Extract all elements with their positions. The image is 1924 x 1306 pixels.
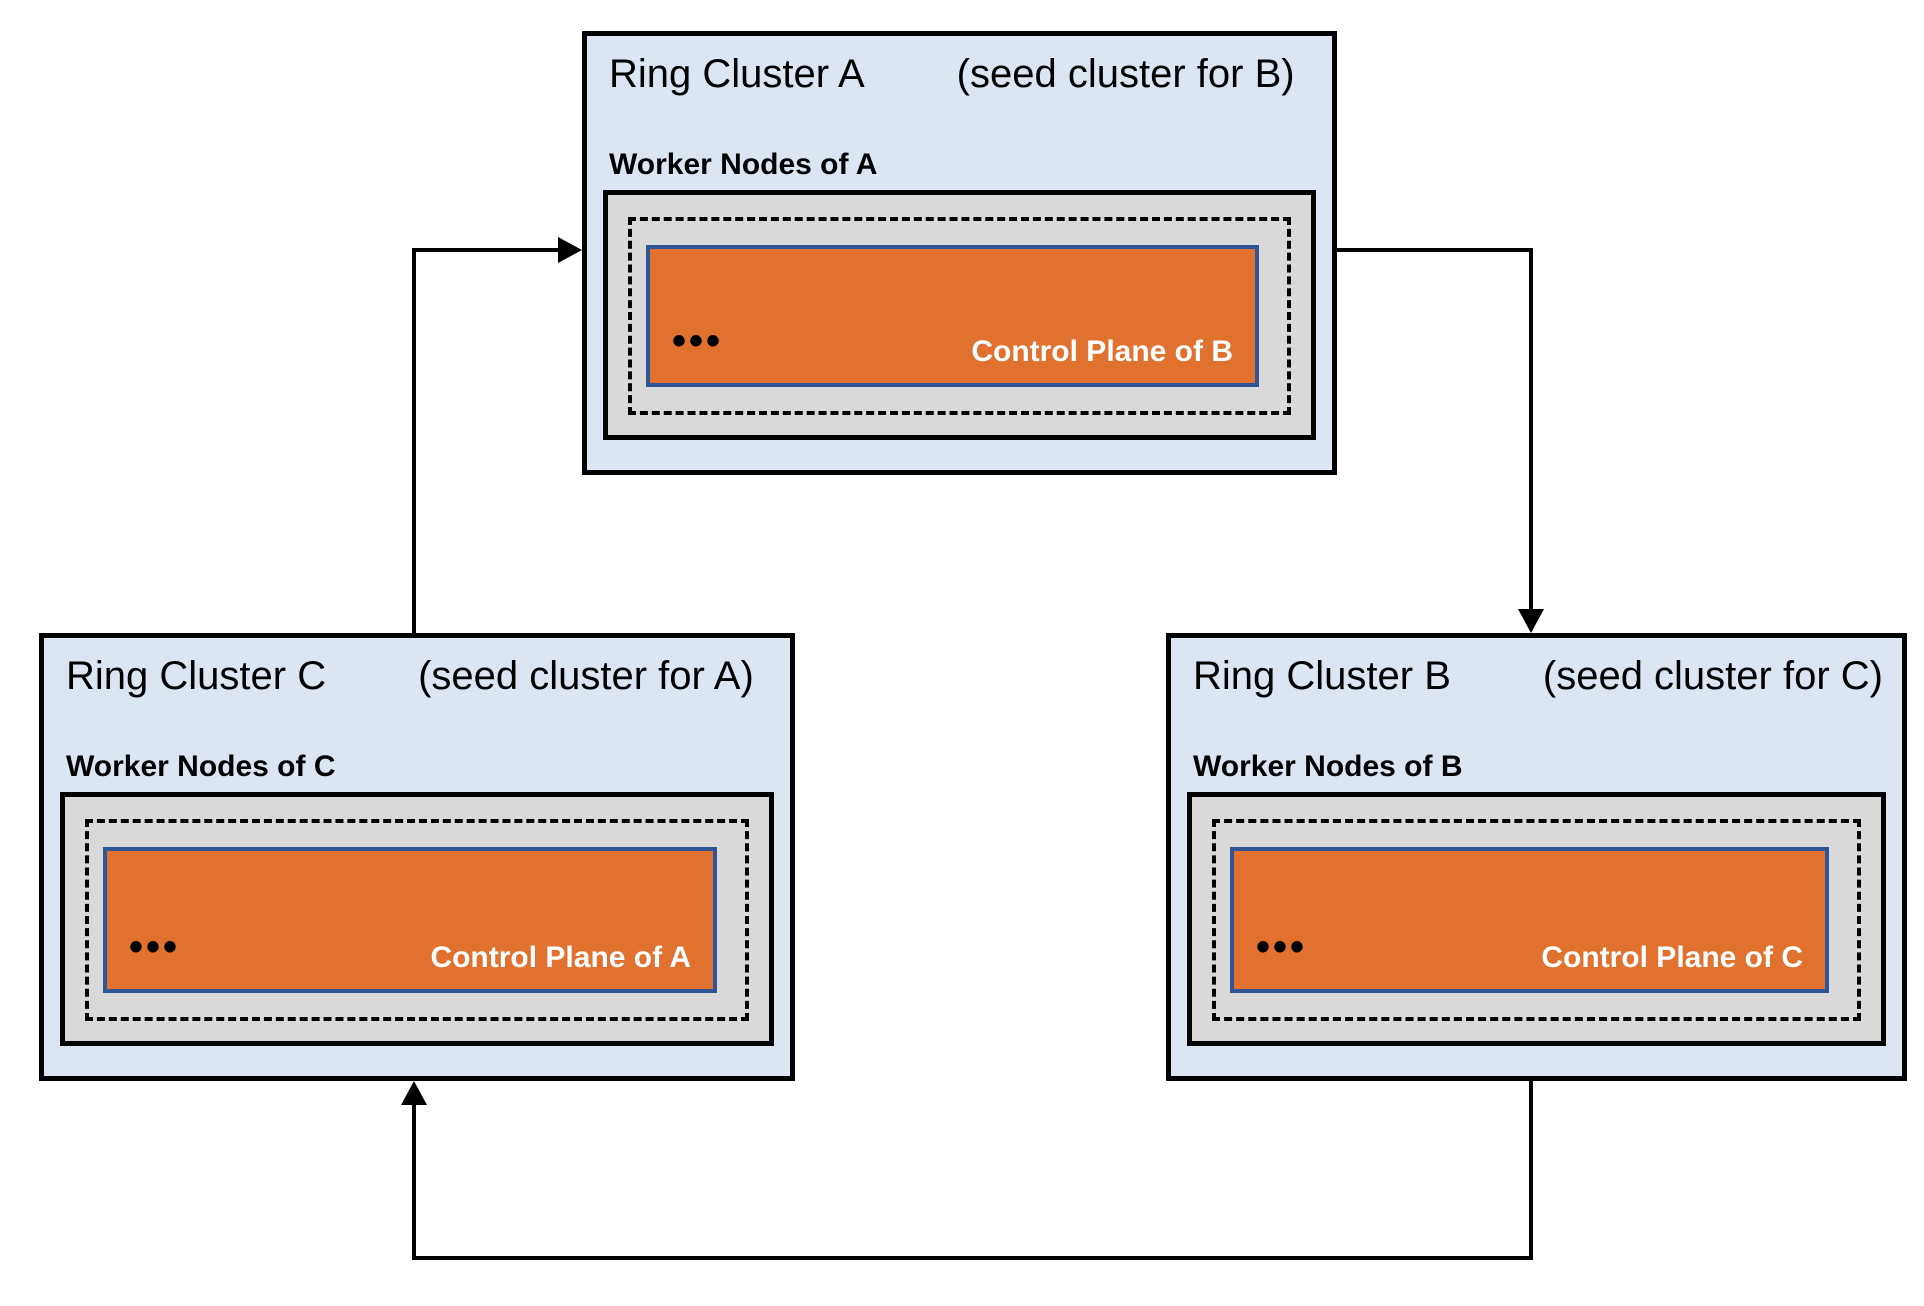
cluster-title: Ring Cluster B xyxy=(1193,654,1451,698)
connector-a-to-b-horizontal-segment xyxy=(1337,248,1533,252)
connector-b-to-c-vertical-segment-2 xyxy=(412,1103,416,1260)
ellipsis-dots: ••• xyxy=(129,925,181,969)
cluster-title: Ring Cluster C xyxy=(66,654,327,698)
worker-nodes-label: Worker Nodes of B xyxy=(1193,750,1463,783)
worker-nodes-label: Worker Nodes of A xyxy=(609,148,878,181)
worker-nodes-area: ••• Control Plane of A xyxy=(60,792,774,1046)
cluster-a-box: Ring Cluster A (seed cluster for B) Work… xyxy=(582,31,1337,475)
cluster-a-title-row: Ring Cluster A (seed cluster for B) xyxy=(609,52,1316,97)
worker-nodes-area: ••• Control Plane of B xyxy=(603,190,1316,440)
cluster-c-box: Ring Cluster C (seed cluster for A) Work… xyxy=(39,633,795,1081)
control-plane-label: Control Plane of C xyxy=(1541,941,1803,974)
arrowhead-down-icon xyxy=(1518,609,1544,633)
cluster-b-title-row: Ring Cluster B (seed cluster for C) xyxy=(1193,654,1886,699)
connector-b-to-c-horizontal-segment xyxy=(412,1256,1533,1260)
seed-cluster-note: (seed cluster for C) xyxy=(1542,654,1883,698)
control-plane-box: ••• Control Plane of A xyxy=(103,847,717,993)
connector-a-to-b-vertical-segment xyxy=(1529,248,1533,611)
connector-c-to-a-vertical-segment xyxy=(412,250,416,633)
worker-nodes-label: Worker Nodes of C xyxy=(66,750,336,783)
control-plane-dashed-zone: ••• Control Plane of A xyxy=(85,819,749,1021)
seed-cluster-note: (seed cluster for B) xyxy=(956,52,1295,96)
control-plane-box: ••• Control Plane of B xyxy=(646,245,1259,387)
worker-nodes-area: ••• Control Plane of C xyxy=(1187,792,1886,1046)
control-plane-dashed-zone: ••• Control Plane of C xyxy=(1212,819,1861,1021)
cluster-title: Ring Cluster A xyxy=(609,52,865,96)
arrowhead-up-icon xyxy=(401,1081,427,1105)
connector-b-to-c-vertical-segment xyxy=(1529,1081,1533,1260)
control-plane-label: Control Plane of A xyxy=(430,941,691,974)
ellipsis-dots: ••• xyxy=(672,319,724,363)
connector-c-to-a-horizontal-segment xyxy=(412,248,560,252)
seed-cluster-note: (seed cluster for A) xyxy=(418,654,754,698)
cluster-b-box: Ring Cluster B (seed cluster for C) Work… xyxy=(1166,633,1907,1081)
control-plane-box: ••• Control Plane of C xyxy=(1230,847,1829,993)
arrowhead-right-icon xyxy=(558,237,582,263)
cluster-c-title-row: Ring Cluster C (seed cluster for A) xyxy=(66,654,774,699)
control-plane-label: Control Plane of B xyxy=(971,335,1233,368)
control-plane-dashed-zone: ••• Control Plane of B xyxy=(628,217,1291,415)
ellipsis-dots: ••• xyxy=(1256,925,1308,969)
